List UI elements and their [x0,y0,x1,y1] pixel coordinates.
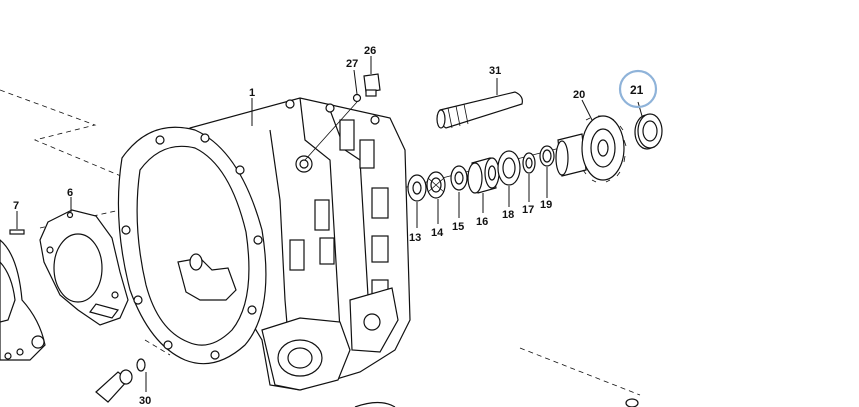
part-7-pin [9,211,25,235]
part-1-housing [117,97,411,391]
callout-labels: 1 6 7 13 14 15 16 18 17 19 20 21 26 27 3… [13,45,644,407]
label-1: 1 [249,87,255,99]
part-14-bearing [426,171,446,224]
label-17: 17 [522,204,534,216]
misc-lower-right-parts [354,398,639,407]
part-15-ring [450,165,468,218]
part-26-sensor [363,56,381,97]
label-27: 27 [346,58,358,70]
label-19: 19 [540,199,552,211]
label-16: 16 [476,216,488,228]
label-21: 21 [630,83,644,97]
part-27-plug [304,69,362,161]
label-30: 30 [139,395,151,407]
part-13-washer [407,174,427,228]
part-17-washer [522,152,536,202]
label-7: 7 [13,200,19,212]
part-31-shaft [436,78,523,129]
label-31: 31 [489,65,501,77]
part-21-bearing [634,101,663,150]
highlight-ring [618,69,658,109]
part-18-ring [497,150,521,207]
part-19-circlip [539,145,555,198]
label-15: 15 [452,221,464,233]
label-20: 20 [573,89,585,101]
part-16-bearing [467,157,500,213]
part-30-plug [95,358,147,403]
part-6-gasket [39,197,129,326]
part-20-gear [555,99,627,183]
left-housing-partial [0,239,46,361]
label-14: 14 [431,227,444,239]
label-18: 18 [502,209,514,221]
label-13: 13 [409,232,421,244]
label-26: 26 [364,45,376,57]
label-6: 6 [67,187,73,199]
